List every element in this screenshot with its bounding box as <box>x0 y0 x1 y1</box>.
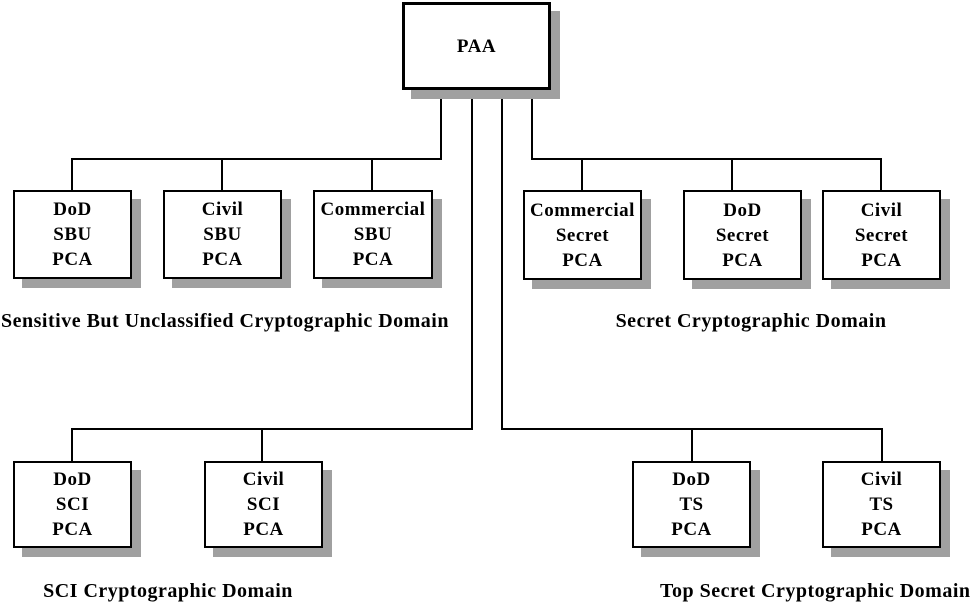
node-commercial-sbu-pca: Commercial SBU PCA <box>313 190 433 279</box>
node-dod-secret-pca: DoD Secret PCA <box>683 190 802 280</box>
node-commercial-secret-pca: Commercial Secret PCA <box>523 190 642 280</box>
node-dod-sci-pca: DoD SCI PCA <box>13 461 132 548</box>
node-civil-ts-pca: Civil TS PCA <box>822 461 941 548</box>
node-civil-secret-pca: Civil Secret PCA <box>822 190 941 280</box>
node-paa: PAA <box>402 2 551 90</box>
domain-label-sbu: Sensitive But Unclassified Cryptographic… <box>1 310 449 332</box>
domain-label-ts: Top Secret Cryptographic Domain <box>660 580 971 602</box>
node-civil-sbu-pca: Civil SBU PCA <box>163 190 282 279</box>
node-dod-ts-pca: DoD TS PCA <box>632 461 751 548</box>
domain-label-sci: SCI Cryptographic Domain <box>43 580 293 602</box>
node-civil-sci-pca: Civil SCI PCA <box>204 461 323 548</box>
domain-label-secret: Secret Cryptographic Domain <box>615 310 887 332</box>
node-dod-sbu-pca: DoD SBU PCA <box>13 190 132 279</box>
